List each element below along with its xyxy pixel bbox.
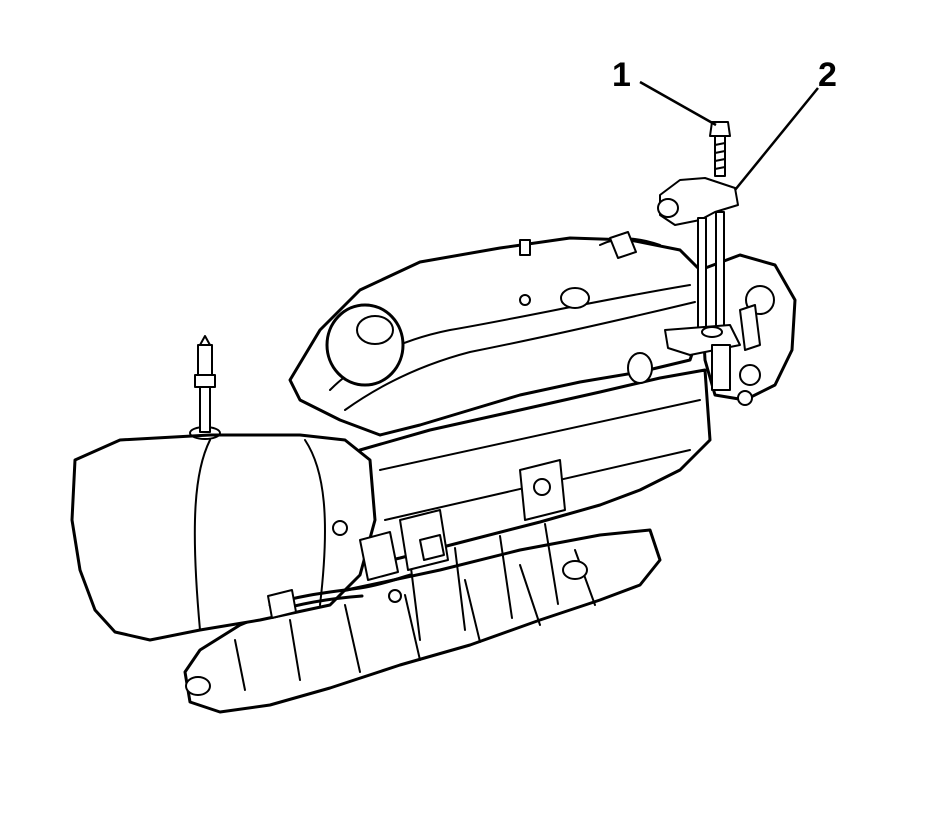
left-stud (194, 335, 216, 433)
callout-2-label: 2 (818, 56, 837, 94)
manifold-left-end (70, 426, 377, 642)
connector-icon (359, 531, 399, 581)
bolt-icon (709, 121, 731, 177)
wiring-harness (267, 509, 449, 619)
bracket-icon (657, 177, 741, 391)
callout-1-label: 1 (612, 56, 631, 94)
callout-2-leader (734, 87, 819, 191)
callout-1-leader (639, 80, 717, 127)
manifold-runners (358, 368, 712, 641)
